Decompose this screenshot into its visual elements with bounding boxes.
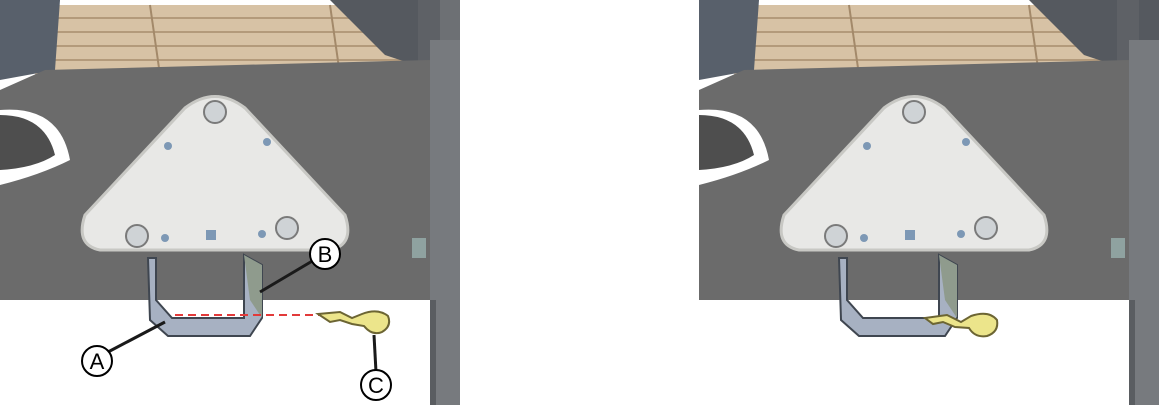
frame-leg-edge [430,300,436,405]
illustration-before: A B C [0,0,460,405]
illustration-before-svg: A B C [0,0,460,405]
callout-a: A [82,346,112,376]
hair-pin-clip [318,311,389,333]
illustration-after [699,0,1159,405]
frame-leg-edge [1129,300,1135,405]
callout-c-label: C [368,373,384,398]
side-bolt [1111,238,1125,258]
illustration-after-svg [699,0,1159,405]
callout-a-label: A [90,349,105,374]
callout-c: C [361,370,391,400]
side-bolt [412,238,426,258]
callout-b: B [310,239,340,269]
callout-c-leader [374,335,376,372]
callout-b-label: B [318,242,333,267]
callout-a-leader [108,322,165,352]
